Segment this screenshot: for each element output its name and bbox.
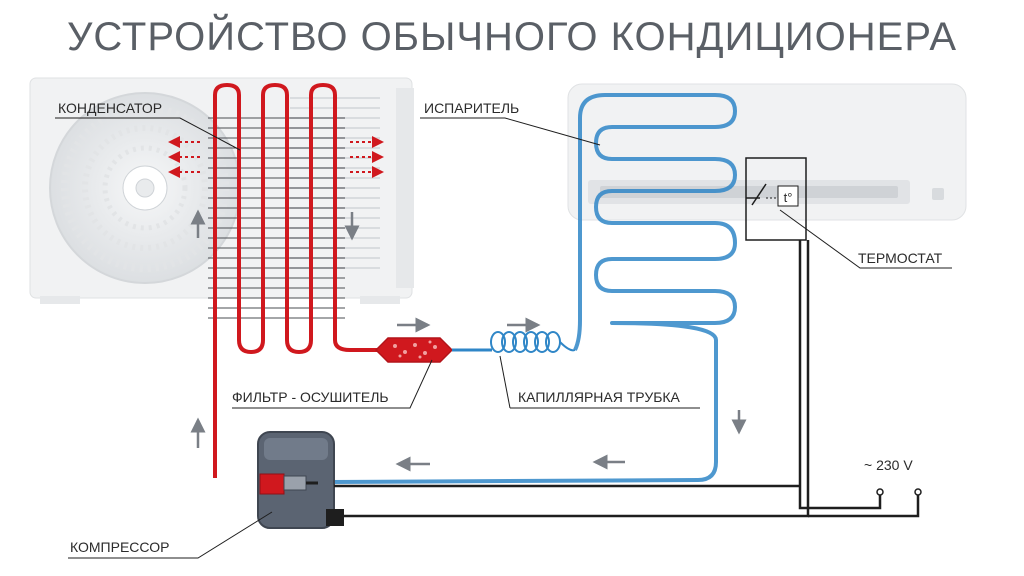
- page-title: УСТРОЙСТВО ОБЫЧНОГО КОНДИЦИОНЕРА: [67, 13, 957, 59]
- thermostat-symbol: t°: [784, 190, 793, 205]
- power-terminal-left: [876, 488, 884, 496]
- compressor-label: КОМПРЕССОР: [70, 539, 169, 555]
- thermostat-label: ТЕРМОСТАТ: [858, 250, 943, 266]
- indoor-unit: [567, 83, 967, 221]
- power-wires: [334, 240, 920, 518]
- condenser-coil: [213, 83, 378, 478]
- capillary-tube: [490, 331, 576, 353]
- compressor: [257, 431, 344, 529]
- filter-dryer: [355, 337, 492, 363]
- power-terminal-right: [914, 488, 922, 496]
- leader-lines: [55, 117, 952, 559]
- voltage-label: ~ 230 V: [864, 457, 913, 473]
- capillary-tube-label: КАПИЛЛЯРНАЯ ТРУБКА: [518, 389, 681, 405]
- flow-direction-arrows: [190, 209, 747, 472]
- evaporator-label: ИСПАРИТЕЛЬ: [424, 100, 519, 116]
- filter-dryer-label: ФИЛЬТР - ОСУШИТЕЛЬ: [232, 389, 389, 405]
- thermostat: t°: [745, 157, 807, 241]
- evaporator-coil: [331, 93, 737, 484]
- heat-flow-arrows: [168, 136, 384, 178]
- condenser-label: КОНДЕНСАТОР: [58, 100, 162, 116]
- condenser-fins: [208, 117, 345, 319]
